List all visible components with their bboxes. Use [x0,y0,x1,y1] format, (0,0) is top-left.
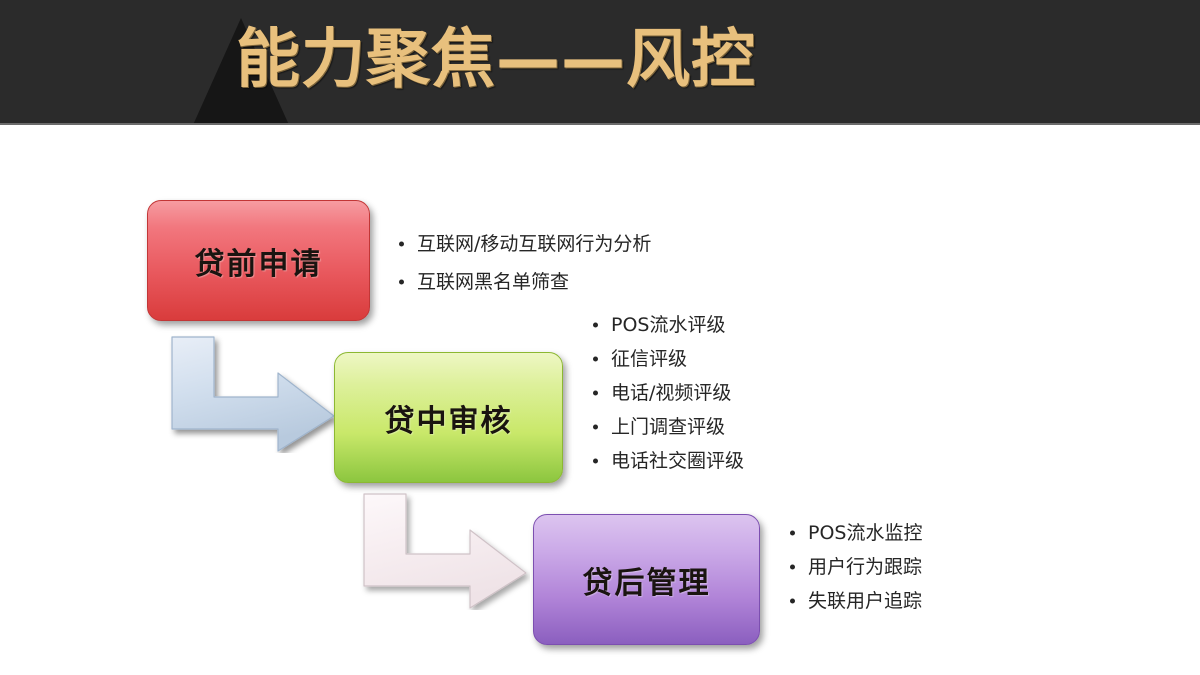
list-item: 用户行为跟踪 [788,550,922,584]
flow-box-label: 贷中审核 [384,403,513,439]
slide-header: 能力聚焦——风控 [0,0,1200,125]
list-item: 电话社交圈评级 [591,444,744,478]
bent-arrow-icon-pre-to-mid [168,335,338,458]
flow-box-label: 贷前申请 [194,246,323,282]
list-item: POS流水监控 [788,516,922,550]
flow-box-in-loan[interactable]: 贷中审核 [334,352,563,483]
header-triangle-decoration [193,18,289,125]
flow-box-post-loan[interactable]: 贷后管理 [533,514,760,645]
list-item: 上门调查评级 [591,410,744,444]
bent-arrow-icon-mid-to-post [360,492,530,615]
list-item: 互联网/移动互联网行为分析 [397,225,651,263]
page-title: 能力聚焦——风控 [236,23,756,97]
list-item: 失联用户追踪 [788,584,922,618]
list-item: 征信评级 [591,342,744,376]
list-item: 电话/视频评级 [591,376,744,410]
flow-box-pre-loan[interactable]: 贷前申请 [147,200,370,321]
list-item: POS流水评级 [591,308,744,342]
header-divider [0,123,1200,125]
flow-box-label: 贷后管理 [582,565,711,601]
bullet-list-post-loan: POS流水监控 用户行为跟踪 失联用户追踪 [788,516,922,618]
bullet-list-in-loan: POS流水评级 征信评级 电话/视频评级 上门调查评级 电话社交圈评级 [591,308,744,478]
bullet-list-pre-loan: 互联网/移动互联网行为分析 互联网黑名单筛查 [397,225,651,301]
list-item: 互联网黑名单筛查 [397,263,651,301]
